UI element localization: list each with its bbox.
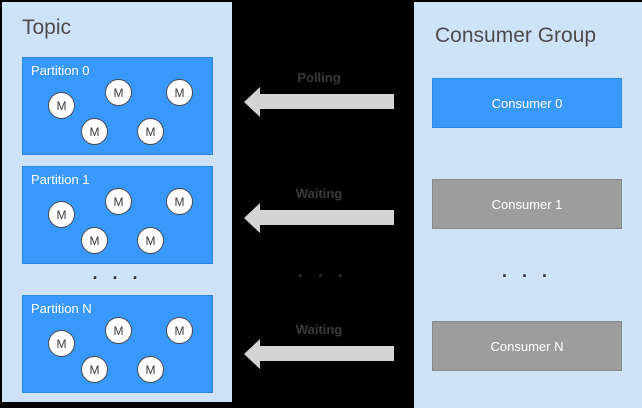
message-circle: M — [48, 201, 75, 228]
message-circle: M — [48, 92, 75, 119]
partition-1-box: Partition 1 M M M M M — [22, 166, 213, 264]
message-circle: M — [105, 188, 132, 215]
message-circle: M — [166, 317, 193, 344]
topic-partitions-ellipsis: . . . — [92, 263, 143, 283]
waiting-flow-1: Waiting — [244, 186, 394, 233]
message-circle: M — [81, 356, 108, 383]
message-circle: M — [48, 330, 75, 357]
left-arrow-icon — [244, 203, 394, 233]
message-circle: M — [81, 118, 108, 145]
left-arrow-icon — [244, 339, 394, 369]
consumer-group-title: Consumer Group — [435, 24, 597, 47]
flows-ellipsis: . . . — [297, 261, 348, 281]
topic-panel: Topic Partition 0 M M M M M Partition 1 … — [2, 2, 232, 402]
consumer-1-box: Consumer 1 — [432, 179, 622, 229]
partition-n-label: Partition N — [31, 301, 92, 316]
waiting-flow-1-label: Waiting — [295, 186, 343, 201]
message-circle: M — [137, 227, 164, 254]
consumer-0-box: Consumer 0 — [432, 78, 622, 128]
message-circle: M — [166, 79, 193, 106]
consumer-n-box: Consumer N — [432, 321, 622, 371]
message-circle: M — [137, 118, 164, 145]
polling-flow: Polling — [244, 70, 394, 117]
partition-n-box: Partition N M M M M M — [22, 295, 213, 393]
message-circle: M — [166, 188, 193, 215]
polling-flow-label: Polling — [297, 70, 341, 85]
partition-0-label: Partition 0 — [31, 63, 90, 78]
partition-0-box: Partition 0 M M M M M — [22, 57, 213, 155]
consumers-ellipsis: . . . — [501, 261, 552, 281]
consumer-group-panel: Consumer Group Consumer 0 Consumer 1 . .… — [414, 2, 642, 408]
message-circle: M — [81, 227, 108, 254]
message-circle: M — [137, 356, 164, 383]
topic-panel-title: Topic — [22, 16, 72, 39]
waiting-flow-n: Waiting — [244, 322, 394, 369]
partition-1-label: Partition 1 — [31, 172, 90, 187]
waiting-flow-n-label: Waiting — [295, 322, 343, 337]
message-circle: M — [105, 317, 132, 344]
left-arrow-icon — [244, 87, 394, 117]
message-circle: M — [105, 79, 132, 106]
